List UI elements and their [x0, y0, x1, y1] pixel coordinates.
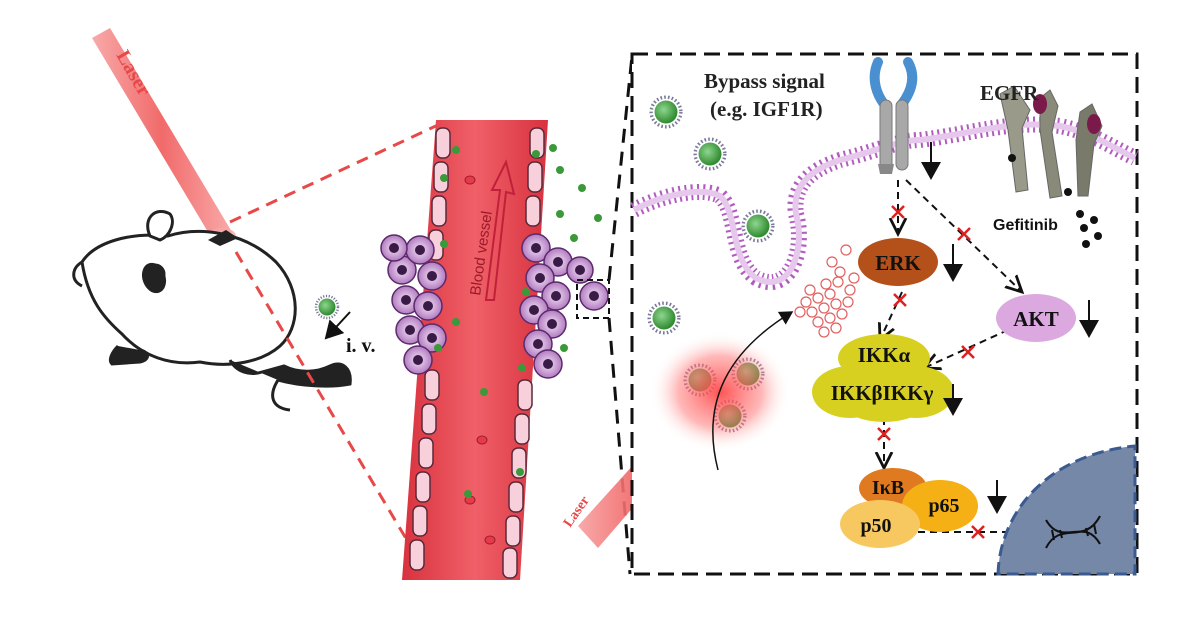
- tumor-cells: [380, 233, 609, 379]
- injection-arrow: [324, 311, 351, 340]
- vessel-nanoparticles-small: [434, 144, 602, 498]
- egfr-receptor: [999, 85, 1103, 199]
- p65-label: p65: [928, 495, 959, 517]
- akt-label: AKT: [1013, 307, 1059, 331]
- block-marks: [877, 205, 985, 539]
- mouse-icon: [72, 210, 352, 412]
- pathway-arrows: [880, 179, 1060, 532]
- bypass-label-2: (e.g. IGF1R): [710, 97, 823, 121]
- blood-vessel: [402, 120, 548, 580]
- nanoparticle-injected: [314, 294, 340, 320]
- dna-icon: [1045, 515, 1101, 549]
- igf1r-receptor: [869, 57, 918, 174]
- injection-label: i. v.: [346, 335, 375, 357]
- nucleus: [996, 444, 1137, 576]
- erk-label: ERK: [875, 251, 921, 275]
- zoom-lines-mouse: [229, 122, 441, 553]
- cell-membrane: [630, 116, 1139, 290]
- released-drug-cluster: [794, 244, 860, 338]
- bypass-label-1: Bypass signal: [704, 69, 825, 93]
- gefitinib-dots: [1076, 210, 1102, 248]
- ikkbg-label: IKKβIKKγ: [831, 381, 934, 405]
- ikka-label: IKKα: [858, 343, 911, 367]
- erk-node: [858, 238, 938, 286]
- release-arrow: [712, 311, 794, 471]
- p50-label: p50: [860, 515, 891, 537]
- ikb-label: IκB: [872, 477, 904, 499]
- zoom-lines-cell: [607, 55, 634, 575]
- zoom-focus-box: [576, 279, 610, 319]
- mouse-laser-spot: [208, 230, 238, 246]
- ikk-complex: [812, 334, 954, 422]
- gefitinib-label: Gefitinib: [993, 217, 1058, 234]
- p65-node: [902, 480, 978, 532]
- p50-node: [840, 500, 920, 548]
- akt-node: [996, 294, 1076, 342]
- egfr-label: EGFR: [980, 81, 1039, 105]
